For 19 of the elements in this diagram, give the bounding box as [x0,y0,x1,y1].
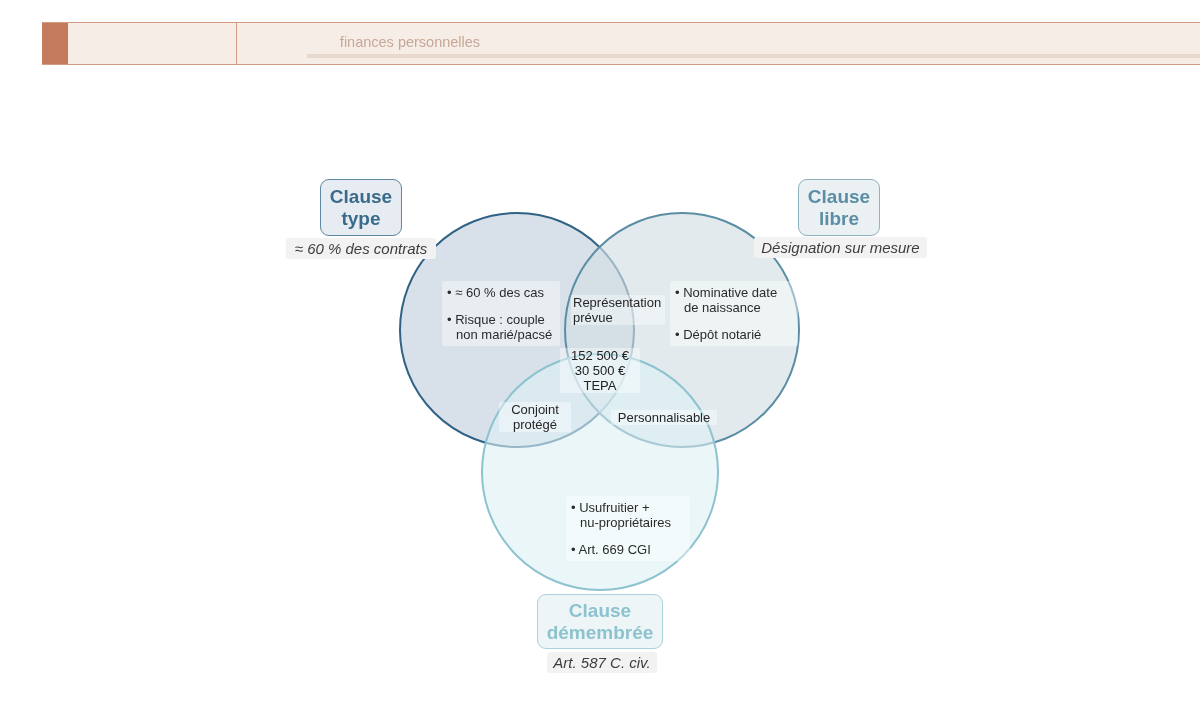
set-caption: Désignation sur mesure [754,237,927,258]
bullet-text: • Risque : couple non marié/pacsé [447,312,554,342]
bullet-text: • ≈ 60 % des cas [447,285,546,300]
overlap-label: Représentation prévue [571,295,665,325]
overlap-label: Personnalisable [611,410,717,425]
bullet-text: • Art. 669 CGI [571,542,652,557]
bullet-text: • Dépôt notarié [675,327,763,342]
set-caption: ≈ 60 % des contrats [286,238,436,259]
bullet-text: • Usufruitier + nu-propriétaires [571,500,673,530]
overlap-label: Conjoint protégé [499,402,571,432]
section-label: finances personnelles [338,33,482,51]
set-title: Clause libre [798,179,880,236]
bullet-text: • Nominative date de naissance [675,285,779,315]
set-title: Clause type [320,179,402,236]
amount-label: 30 500 € [560,363,640,378]
set-caption: Art. 587 C. civ. [547,652,657,673]
set-title: Clause démembrée [537,594,663,649]
amount-label: 152 500 € [560,348,640,363]
amount-label: TEPA [560,378,640,393]
